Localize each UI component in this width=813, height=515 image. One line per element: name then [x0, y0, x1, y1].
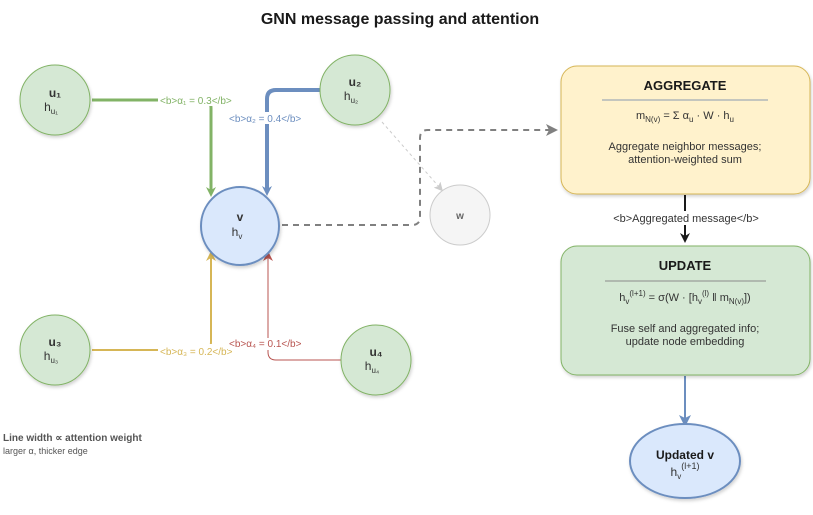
edge-label-alpha3: <b>α₃ = 0.2</b>: [160, 347, 233, 358]
node-w[interactable]: w: [429, 184, 491, 246]
edge-label-alpha4: <b>α₄ = 0.1</b>: [229, 339, 302, 350]
edge-u1-v: [92, 98, 216, 197]
node-u3-feature: hu₃: [44, 349, 58, 365]
update-box[interactable]: UPDATE hv(l+1) = σ(W · [hv(l) ‖ mN(v)]) …: [560, 245, 811, 376]
edge-v-aggregate: [282, 124, 558, 226]
updated-v-name: Updated v: [656, 448, 714, 462]
node-v-name: v: [237, 210, 244, 224]
updated-v-feature: hv(l+1): [671, 461, 700, 481]
aggregate-formula: mN(v) = Σ αu · W · hu: [636, 110, 734, 124]
node-u2-feature: hu₂: [344, 89, 358, 105]
node-u3[interactable]: u₃ hu₃: [19, 314, 91, 386]
node-u4-feature: hu₄: [365, 359, 379, 375]
node-u2-name: u₂: [349, 75, 362, 89]
node-u3-name: u₃: [49, 335, 62, 349]
edge-label-alpha1: <b>α₁ = 0.3</b>: [160, 96, 232, 107]
updated-v-node[interactable]: Updated v hv(l+1): [629, 423, 741, 499]
edge-u4-v: [263, 251, 342, 361]
legend-note-line1: Line width ∝ attention weight: [3, 433, 142, 444]
node-u1-feature: hu₁: [44, 100, 58, 116]
node-u1[interactable]: u₁ hu₁: [19, 64, 91, 136]
update-title: UPDATE: [659, 258, 712, 273]
aggregate-title: AGGREGATE: [644, 78, 727, 93]
node-u2[interactable]: u₂ hu₂: [319, 54, 391, 126]
node-u4-name: u₄: [369, 345, 382, 359]
edge-label-alpha2: <b>α₂ = 0.4</b>: [229, 114, 301, 125]
aggregate-desc-line2: attention-weighted sum: [628, 154, 742, 166]
node-u1-name: u₁: [49, 86, 61, 100]
node-w-name: w: [455, 211, 464, 222]
update-desc-line2: update node embedding: [626, 336, 745, 348]
update-desc-line1: Fuse self and aggregated info;: [611, 323, 760, 335]
aggregate-desc-line1: Aggregate neighbor messages;: [609, 141, 762, 153]
legend-note-line2: larger α, thicker edge: [3, 446, 88, 456]
diagram-title: GNN message passing and attention: [261, 11, 539, 28]
edge-u2-v: [262, 88, 321, 196]
edge-u2-w: [381, 121, 443, 192]
aggregate-box[interactable]: AGGREGATE mN(v) = Σ αu · W · hu Aggregat…: [560, 65, 811, 195]
edge-u3-v: [92, 251, 216, 351]
update-formula: hv(l+1) = σ(W · [hv(l) ‖ mN(v)]): [619, 289, 750, 306]
node-v[interactable]: v hv: [200, 186, 280, 266]
edge-label-aggregated-message: <b>Aggregated message</b>: [613, 213, 759, 225]
node-v-feature: hv: [232, 225, 243, 241]
node-u4[interactable]: u₄ hu₄: [340, 324, 412, 396]
